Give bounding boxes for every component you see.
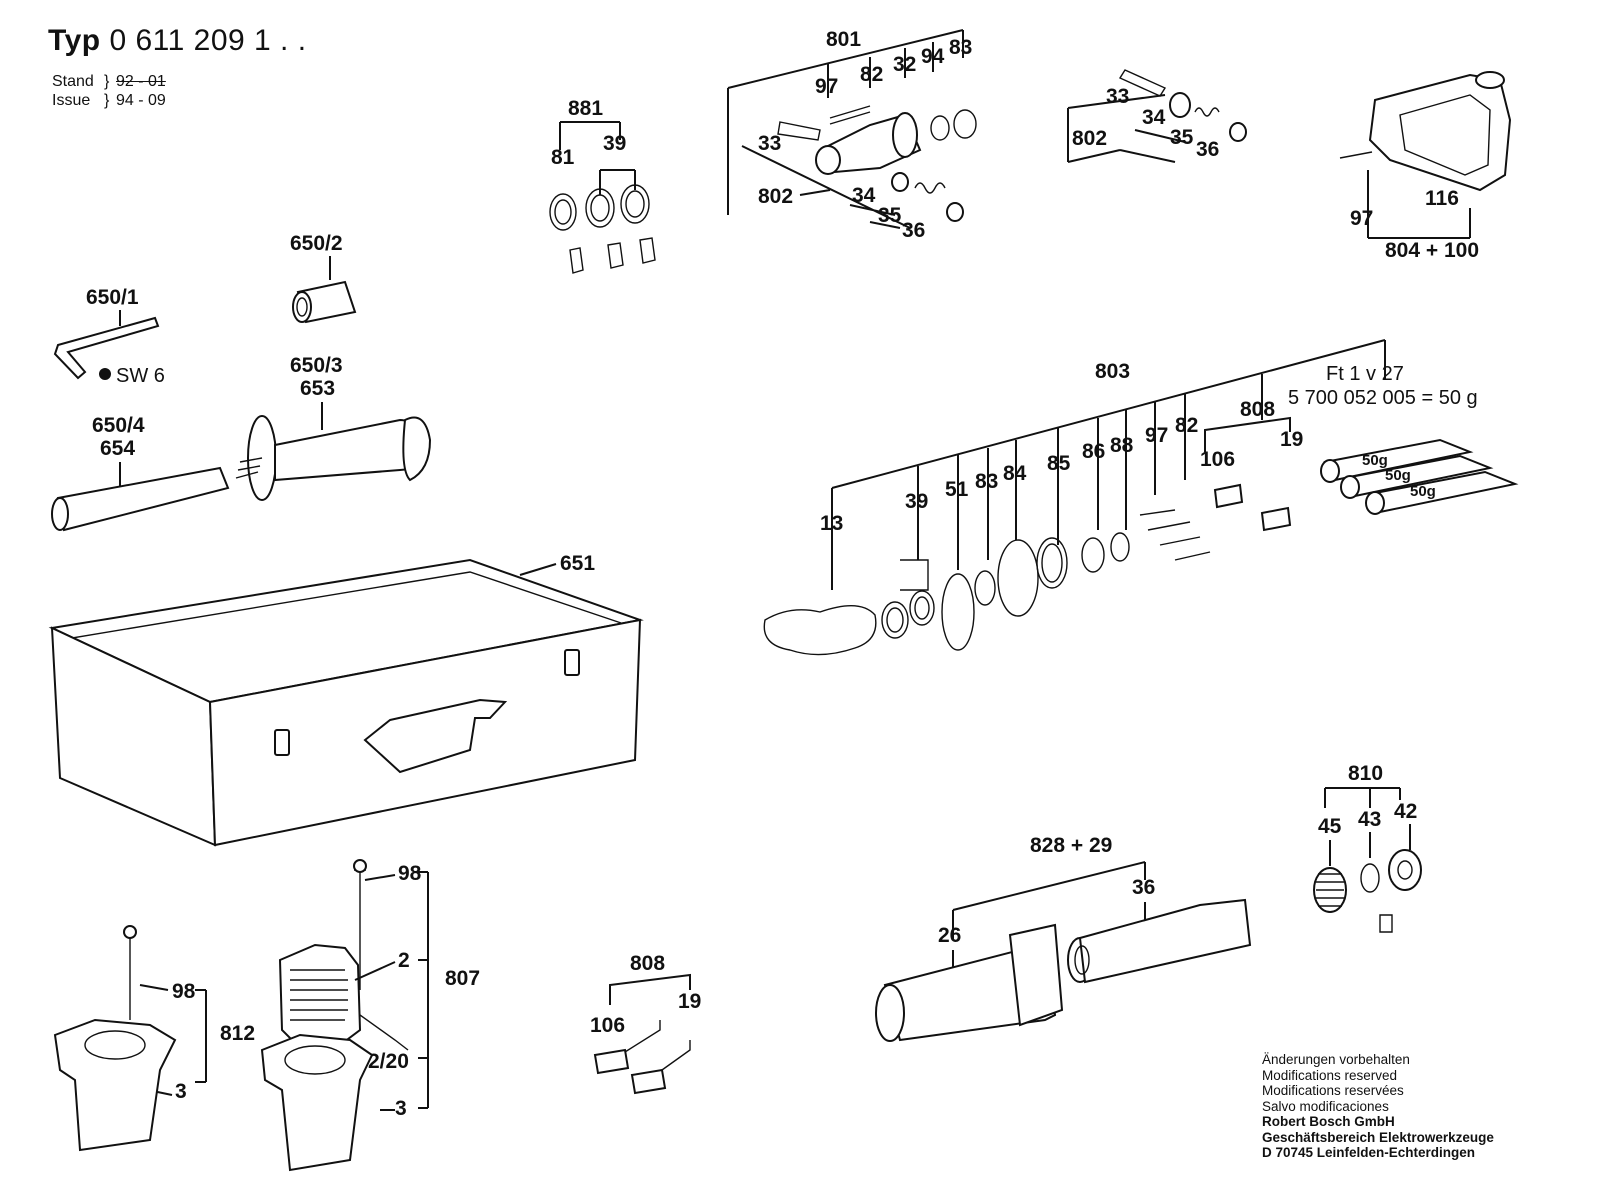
label-650-1: 650/1 <box>86 286 139 309</box>
part-650-1: 650/1 SW 6 <box>53 286 165 387</box>
label-39: 39 <box>603 132 626 155</box>
company-name: Robert Bosch GmbH <box>1262 1114 1395 1129</box>
label-85: 85 <box>1047 452 1071 475</box>
label-35b: 35 <box>1170 126 1194 149</box>
label-81: 81 <box>551 146 575 169</box>
label-42: 42 <box>1394 800 1417 823</box>
label-828-29: 828 + 29 <box>1030 834 1112 857</box>
label-82: 82 <box>860 63 883 86</box>
label-19a: 19 <box>1280 428 1303 451</box>
label-802b: 802 <box>1072 127 1107 150</box>
label-19b: 19 <box>678 990 701 1013</box>
label-36b: 36 <box>1196 138 1219 161</box>
label-116: 116 <box>1425 187 1459 210</box>
label-36: 36 <box>902 219 925 242</box>
group-812: 98 812 3 <box>53 925 255 1152</box>
group-881: 881 81 39 <box>549 97 656 274</box>
footer-line: Salvo modificaciones <box>1262 1098 1389 1114</box>
label-803: 803 <box>1095 360 1130 383</box>
type-value: 0 611 209 1 . . <box>109 24 307 57</box>
label-650-4: 650/4 <box>92 414 145 437</box>
label-50g-c: 50g <box>1410 483 1436 500</box>
label-34b: 34 <box>1142 106 1166 129</box>
label-97b: 97 <box>1350 207 1373 230</box>
part-650-2: 650/2 <box>290 232 357 324</box>
group-807: 98 2 807 2/20 3 <box>260 859 480 1172</box>
revision-block: Stand}92 - 01 Issue}94 - 09 <box>52 73 166 109</box>
label-grease: 5 700 052 005 = 50 g <box>1288 387 1478 409</box>
label-654: 654 <box>100 437 135 460</box>
label-653: 653 <box>300 377 335 400</box>
stand-label: Stand <box>52 73 94 90</box>
label-82b: 82 <box>1175 414 1198 437</box>
label-2-20: 2/20 <box>368 1050 409 1073</box>
label-97: 97 <box>815 75 838 98</box>
label-3a: 3 <box>175 1080 187 1103</box>
label-98b: 98 <box>398 862 422 885</box>
type-label: Typ <box>48 24 101 57</box>
label-807: 807 <box>445 967 480 990</box>
group-802-b: 33 34 802 35 36 <box>1067 69 1247 163</box>
label-88: 88 <box>1110 434 1134 457</box>
label-651: 651 <box>560 552 595 575</box>
label-39b: 39 <box>905 490 928 513</box>
issue-label: Issue <box>52 92 91 109</box>
label-50g-b: 50g <box>1385 467 1411 484</box>
label-106b: 106 <box>590 1014 625 1037</box>
group-801: 801 97 82 32 94 83 33 802 34 35 36 <box>727 28 977 242</box>
label-34: 34 <box>852 184 876 207</box>
label-3b: 3 <box>395 1097 407 1120</box>
label-881: 881 <box>568 97 603 120</box>
label-43: 43 <box>1358 808 1381 831</box>
hex-icon <box>99 368 111 380</box>
label-45: 45 <box>1318 815 1342 838</box>
label-812: 812 <box>220 1022 255 1045</box>
group-808-b: 808 106 19 <box>590 952 701 1095</box>
label-36c: 36 <box>1132 876 1155 899</box>
label-650-3: 650/3 <box>290 354 343 377</box>
label-33: 33 <box>758 132 781 155</box>
part-650-4: 650/4 654 <box>51 414 230 532</box>
label-50g-a: 50g <box>1362 452 1388 469</box>
label-86: 86 <box>1082 440 1105 463</box>
part-651-case: 651 <box>48 552 644 847</box>
label-810: 810 <box>1348 762 1383 785</box>
group-804: 97 116 804 + 100 <box>1339 71 1512 262</box>
label-ft1v27: Ft 1 v 27 <box>1326 363 1404 385</box>
label-13: 13 <box>820 512 843 535</box>
label-802: 802 <box>758 185 793 208</box>
label-51: 51 <box>945 478 969 501</box>
label-84: 84 <box>1003 462 1027 485</box>
footer-line: Modifications reserved <box>1262 1067 1398 1083</box>
label-808b: 808 <box>630 952 665 975</box>
footer-line: Änderungen vorbehalten <box>1262 1052 1410 1067</box>
stand-value: 92 - 01 <box>116 73 166 90</box>
part-650-3: 650/3 653 <box>235 354 432 501</box>
label-106a: 106 <box>1200 448 1235 471</box>
group-828: 828 + 29 36 26 <box>875 834 1252 1042</box>
label-97c: 97 <box>1145 424 1168 447</box>
label-26: 26 <box>938 924 961 947</box>
group-803: 803 Ft 1 v 27 5 700 052 005 = 50 g 13 39… <box>763 339 1519 656</box>
company-address: D 70745 Leinfelden-Echterdingen <box>1262 1145 1476 1160</box>
label-83b: 83 <box>975 470 998 493</box>
grease-tubes: 50g 50g 50g <box>1320 438 1519 515</box>
label-2: 2 <box>398 949 410 972</box>
label-801: 801 <box>826 28 861 51</box>
label-sw6: SW 6 <box>116 365 165 387</box>
group-810: 810 45 43 42 <box>1313 762 1422 933</box>
label-650-2: 650/2 <box>290 232 343 255</box>
footer-line: Modifications reservées <box>1262 1083 1404 1098</box>
label-83: 83 <box>949 36 972 59</box>
footer-notes: Änderungen vorbehalten Modifications res… <box>1262 1052 1494 1161</box>
label-804-100: 804 + 100 <box>1385 239 1479 262</box>
issue-value: 94 - 09 <box>116 92 166 109</box>
label-33b: 33 <box>1106 85 1129 108</box>
label-98a: 98 <box>172 980 196 1003</box>
type-number: Typ 0 611 209 1 . . <box>48 24 307 58</box>
company-division: Geschäftsbereich Elektrowerkzeuge <box>1262 1129 1494 1145</box>
label-808a: 808 <box>1240 398 1275 421</box>
